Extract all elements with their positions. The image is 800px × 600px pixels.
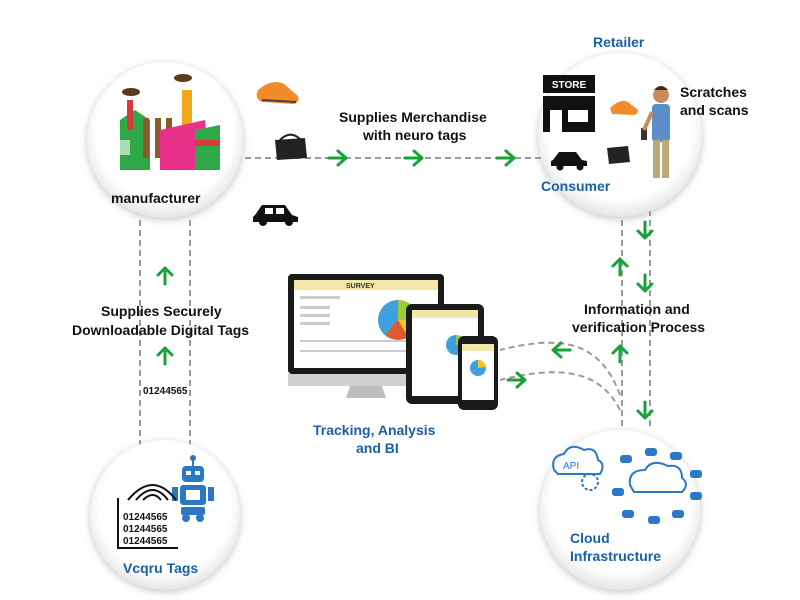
cloud-icon: API [552,445,702,524]
cloud-circle [540,430,700,590]
arrow-up-right-1 [611,257,629,277]
devices-icon: SURVEY [288,274,498,410]
arrow-down-right-2 [636,273,654,293]
robot-icon [172,455,214,522]
store-icon: STORE [543,75,595,132]
supplies-merch-line2: with neuro tags [363,127,467,143]
survey-title: SURVEY [346,283,375,290]
bag-icon [275,133,307,160]
retailer-shoe-icon [610,100,638,115]
tracking-line2: and BI [356,440,399,456]
tag-code-1: 01244565 [123,512,168,523]
scratches-label-line1: Scratches [680,84,747,100]
arrow-down-right-1 [636,220,654,240]
supplies-secure-line1: Supplies Securely [101,303,222,319]
tracking-line1: Tracking, Analysis [313,422,436,438]
consumer-label: Consumer [541,178,611,194]
supplies-merch-line1: Supplies Merchandise [339,109,487,125]
arrow-right-3 [495,149,516,167]
green-arrows [156,149,654,420]
cloud-line1: Cloud [570,530,610,546]
info-line2: verification Process [572,319,706,335]
car-icon [253,205,298,226]
scratches-label-line2: and scans [680,102,749,118]
tag-code-3: 01244565 [123,536,168,547]
cloud-line2: Infrastructure [570,548,662,564]
arrow-left-cloud [551,341,572,359]
arrow-right-2 [403,149,424,167]
store-sign-text: STORE [552,80,587,91]
arrow-right-1 [327,149,348,167]
retailer-bag-icon [607,146,630,164]
retailer-car-icon [551,152,587,171]
vcqru-label: Vcqru Tags [123,560,199,576]
person-icon [641,86,670,178]
info-line1: Information and [584,301,690,317]
arrow-up-left-2 [156,346,174,366]
retailer-label: Retailer [593,34,645,50]
arrow-right-devices [506,371,527,389]
tag-code-2: 01244565 [123,524,168,535]
tag-code-label: 01244565 [143,386,188,397]
factory-icon [120,74,220,170]
arrow-up-right-2 [611,344,629,364]
api-label: API [563,461,579,472]
arrow-up-left-1 [156,266,174,286]
supplies-secure-line2: Downloadable Digital Tags [72,322,250,338]
arrow-down-right-3 [636,400,654,420]
tag-paper-icon [117,484,178,549]
manufacturer-label: manufacturer [111,190,201,206]
shoe-icon [256,82,299,104]
